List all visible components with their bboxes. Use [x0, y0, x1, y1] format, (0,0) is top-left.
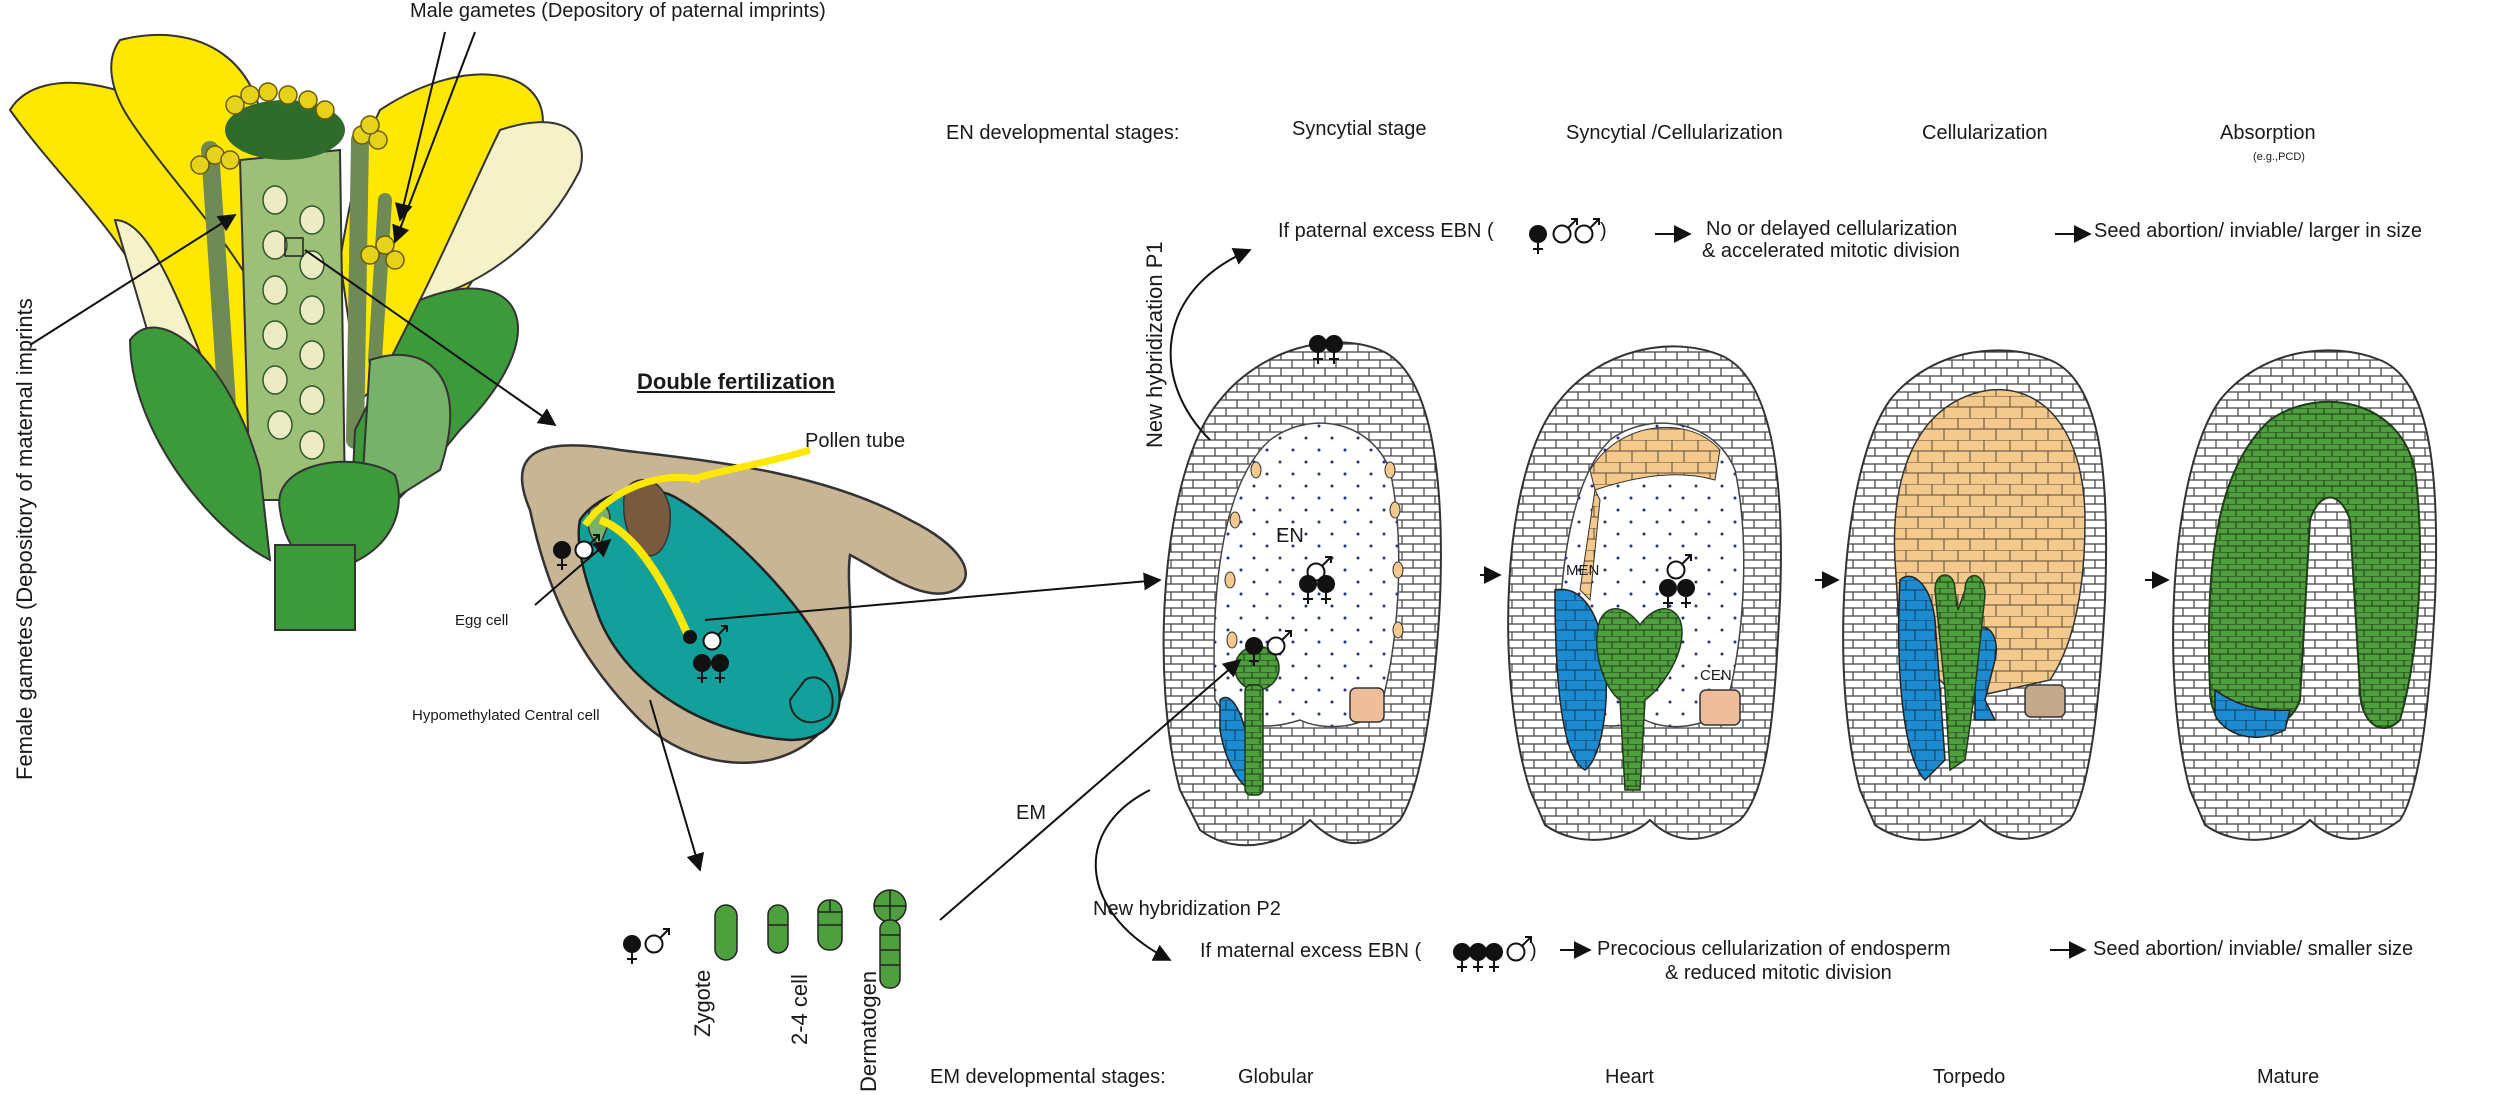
central-cell-label: Hypomethylated Central cell: [412, 707, 600, 724]
p2-hybridization-label: New hybridization P2: [1093, 898, 1281, 920]
early-embryo-stages: [714, 889, 907, 989]
p1-effect-line1: No or delayed cellularization: [1706, 218, 1958, 240]
seed-torpedo: [1842, 349, 2108, 841]
en-stages-heading: EN developmental stages:: [946, 122, 1180, 144]
two-four-cell-label: 2-4 cell: [787, 974, 812, 1045]
p1-condition-close: ): [1600, 220, 1607, 242]
p1-condition: If paternal excess EBN (: [1278, 220, 1494, 242]
em-stage-torpedo: Torpedo: [1933, 1066, 2006, 1088]
flower-illustration: [8, 34, 583, 631]
seed-heart: [1507, 345, 1782, 841]
em-stage-globular: Globular: [1238, 1066, 1314, 1088]
zygote-label: Zygote: [690, 969, 715, 1037]
double-fertilization-title: Double fertilization: [637, 369, 835, 394]
en-stage-absorption: Absorption: [2220, 122, 2316, 144]
p2-condition: If maternal excess EBN (: [1200, 940, 1422, 962]
seed-globular: [1162, 341, 1442, 847]
em-stage-heart: Heart: [1605, 1066, 1654, 1088]
p2-effect-line2: & reduced mitotic division: [1665, 962, 1892, 984]
p2-condition-close: ): [1530, 940, 1537, 962]
em-stage-mature: Mature: [2257, 1066, 2320, 1088]
egg-cell-label: Egg cell: [455, 612, 509, 629]
cen-label: CEN: [1700, 667, 1732, 684]
men-label: MEN: [1566, 562, 1600, 579]
arrows: [29, 31, 2170, 961]
male-gametes-label: Male gametes (Depository of paternal imp…: [410, 0, 826, 22]
en-label: EN: [1276, 525, 1304, 547]
absorption-note: (e.g.,PCD): [2253, 151, 2305, 163]
p2-effect-line1: Precocious cellularization of endosperm: [1597, 938, 1951, 960]
em-stages-heading: EM developmental stages:: [930, 1066, 1166, 1088]
pollen-tube-label: Pollen tube: [805, 430, 906, 452]
em-label: EM: [1016, 802, 1046, 824]
p2-outcome: Seed abortion/ inviable/ smaller size: [2093, 938, 2414, 960]
en-stage-syncytial-cellularization: Syncytial /Cellularization: [1566, 122, 1783, 144]
en-stage-cellularization: Cellularization: [1922, 122, 2048, 144]
p1-hybridization-label: New hybridization P1: [1142, 241, 1167, 448]
en-stage-syncytial: Syncytial stage: [1292, 118, 1427, 140]
female-gametes-label: Female gametes (Depository of maternal i…: [12, 298, 37, 780]
p1-effect-line2: & accelerated mitotic division: [1702, 240, 1960, 262]
dermatogen-label: Dermatogen: [856, 970, 881, 1092]
p1-outcome: Seed abortion/ inviable/ larger in size: [2094, 220, 2422, 242]
ovule-illustration: [520, 444, 967, 765]
seed-mature: [2172, 349, 2438, 841]
